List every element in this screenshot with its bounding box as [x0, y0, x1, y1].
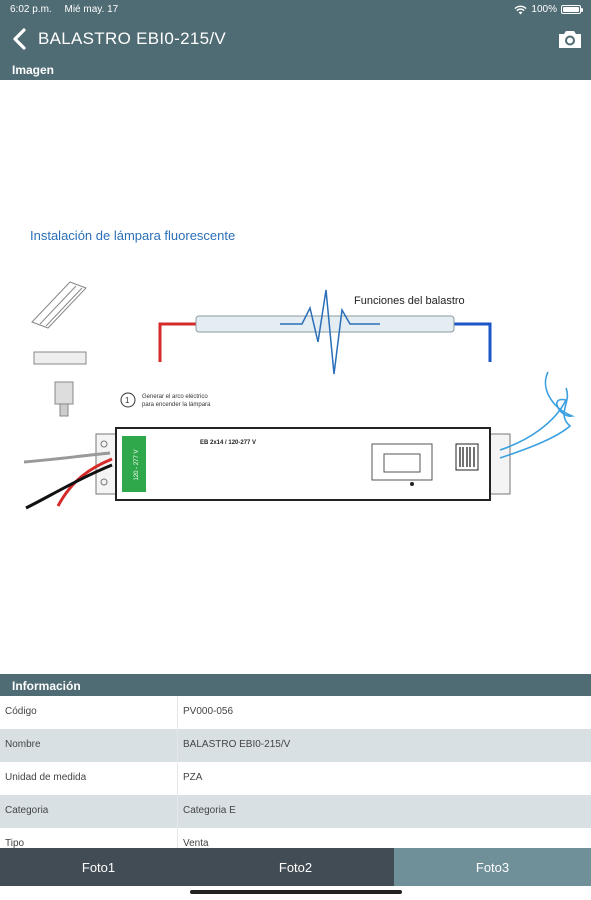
diagram-title: Instalación de lámpara fluorescente	[30, 228, 235, 243]
wifi-icon	[514, 5, 528, 14]
image-carousel[interactable]: Instalación de lámpara fluorescente Func…	[0, 80, 591, 743]
field-value: Categoria E	[183, 805, 236, 816]
field-value: PZA	[183, 772, 203, 783]
tube-drawing	[158, 289, 492, 375]
status-time: 6:02 p.m.	[10, 4, 52, 15]
battery-icon	[561, 5, 583, 14]
page-title: BALASTRO EBI0-215/V	[38, 29, 227, 48]
field-value: PV000-056	[183, 706, 234, 717]
table-row: Nombre BALASTRO EBI0-215/V	[0, 729, 591, 762]
field-label: Categoria	[0, 795, 178, 828]
field-value: BALASTRO EBI0-215/V	[183, 739, 291, 750]
table-row: Tipo Venta	[0, 828, 591, 861]
table-row: Unidad de medida PZA	[0, 762, 591, 795]
section-header-info: Información	[0, 674, 591, 696]
step-number: 1	[125, 396, 130, 405]
ballast-wires	[23, 371, 575, 510]
ballast-drawing	[95, 427, 511, 501]
info-table: Código PV000-056 Nombre BALASTRO EBI0-21…	[0, 696, 591, 861]
section-header-image: Imagen	[0, 58, 591, 80]
tab-foto3[interactable]: Foto3	[394, 848, 591, 886]
camera-icon[interactable]	[557, 27, 583, 51]
nav-bar: BALASTRO EBI0-215/V	[0, 20, 591, 58]
step-circle	[120, 392, 136, 408]
tab-foto2[interactable]: Foto2	[278, 859, 313, 875]
step-line-2: para encender la lámpara	[142, 402, 211, 408]
field-label: Nombre	[0, 729, 178, 762]
table-row: Código PV000-056	[0, 696, 591, 729]
field-label: Unidad de medida	[0, 762, 178, 795]
status-date: Mié may. 17	[64, 4, 119, 15]
field-label: Tipo	[0, 828, 178, 861]
field-label: Código	[0, 696, 178, 729]
tab-foto1[interactable]: Foto1	[81, 859, 116, 875]
fixture-drawing	[31, 281, 87, 417]
photo-tab-bar: Foto1 Foto2 Foto3	[0, 848, 591, 886]
ballast-side-label: 120 - 277 V	[134, 449, 140, 480]
home-indicator[interactable]	[190, 890, 402, 894]
ballast-label: EB 2x14 / 120-277 V	[200, 440, 256, 446]
table-row: Categoria Categoria E	[0, 795, 591, 828]
back-chevron-icon[interactable]	[10, 27, 30, 51]
installation-diagram: Instalación de lámpara fluorescente Func…	[23, 228, 575, 510]
step-line-1: Generar el arco eléctrico	[142, 394, 208, 400]
battery-percent: 100%	[531, 4, 557, 15]
functions-label: Funciones del balastro	[354, 295, 465, 307]
status-bar: 6:02 p.m. Mié may. 17 100%	[0, 0, 591, 20]
field-value: Venta	[183, 838, 209, 849]
